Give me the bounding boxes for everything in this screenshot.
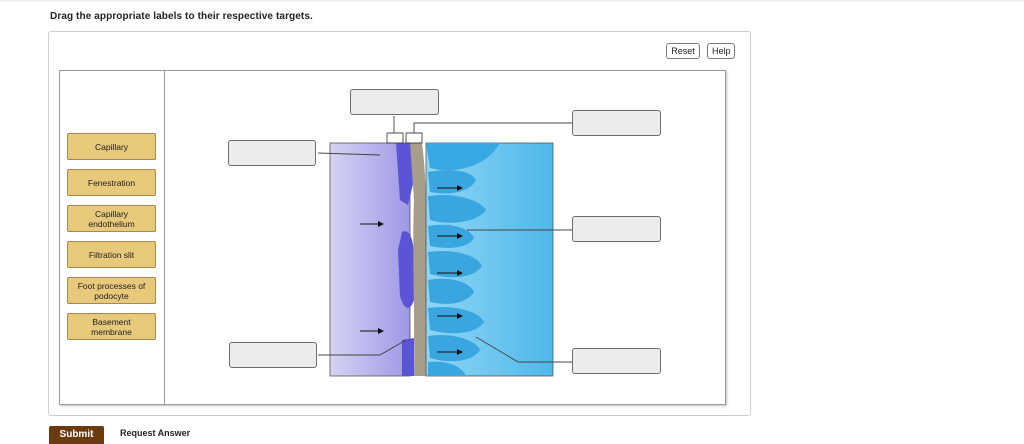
leader-line (405, 132, 423, 144)
label-bank-divider (164, 71, 165, 404)
drop-target-top[interactable] (350, 89, 439, 115)
drop-target-right-lower[interactable] (572, 348, 661, 374)
label-basement-membrane[interactable]: Basement membrane (67, 313, 156, 340)
endothelium-segment (396, 143, 414, 205)
leader-line (475, 336, 573, 363)
endothelium-segment (398, 231, 414, 308)
label-foot-processes[interactable]: Foot processes of podocyte (67, 277, 156, 304)
podocyte-body (426, 143, 500, 171)
reset-button[interactable]: Reset (666, 43, 700, 59)
label-text: Capillary (94, 141, 129, 152)
filtration-arrows (360, 185, 463, 355)
basement-membrane (410, 143, 428, 376)
foot-process (428, 194, 486, 223)
label-text: Basement membrane (91, 316, 132, 337)
foot-process (428, 361, 466, 376)
drop-target-left-upper[interactable] (228, 140, 316, 166)
leader-line (317, 152, 381, 156)
leader-line (318, 339, 407, 356)
label-fenestration[interactable]: Fenestration (67, 169, 156, 196)
label-filtration-slit[interactable]: Filtration slit (67, 241, 156, 268)
label-capillary[interactable]: Capillary (67, 133, 156, 160)
label-text: Filtration slit (88, 249, 135, 260)
label-capillary-endothelium[interactable]: Capillary endothelium (67, 205, 156, 232)
help-button[interactable]: Help (707, 43, 735, 59)
foot-process (428, 334, 480, 362)
leader-line (413, 122, 573, 133)
foot-process (428, 306, 484, 334)
top-border (0, 0, 1024, 2)
leader-line (386, 132, 404, 144)
label-text: Capillary endothelium (88, 208, 135, 229)
label-text: Fenestration (87, 177, 136, 188)
foot-process (428, 278, 474, 304)
drop-target-right-upper[interactable] (572, 110, 661, 136)
label-text: Foot processes of podocyte (77, 280, 146, 301)
instruction-text: Drag the appropriate labels to their res… (50, 11, 313, 22)
leader-lines (317, 116, 573, 363)
drop-target-right-middle[interactable] (572, 216, 661, 242)
endothelium-segment (402, 338, 414, 376)
capillary-lumen (329, 142, 411, 377)
drop-target-left-lower[interactable] (229, 342, 317, 368)
foot-process (428, 250, 482, 278)
submit-button[interactable]: Submit (49, 426, 104, 444)
request-answer-link[interactable]: Request Answer (120, 428, 191, 438)
